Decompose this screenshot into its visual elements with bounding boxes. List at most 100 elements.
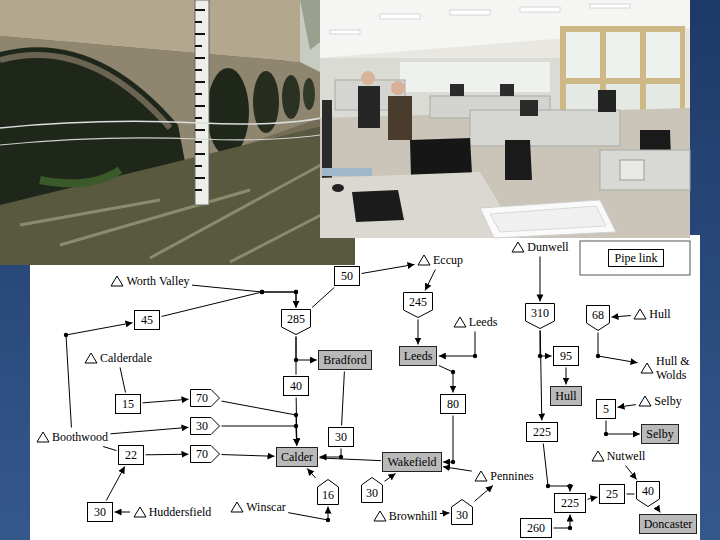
demand-box: Calder: [276, 447, 318, 467]
pipe-connector: [362, 264, 415, 273]
node-label: 310: [531, 306, 549, 320]
source-triangle: [133, 506, 147, 518]
pipe-connector: [222, 401, 297, 445]
junction-dot: [294, 358, 298, 362]
source-node: Hull: [632, 306, 671, 322]
source-triangle: [511, 241, 525, 253]
pipe-connector: [439, 366, 453, 393]
capacity-box: 45: [134, 310, 160, 330]
pipe-connector: [103, 447, 116, 451]
pipe-connector: [443, 467, 472, 471]
node-label: Boothwood: [52, 430, 108, 444]
pipe-connector: [106, 467, 124, 501]
source-triangle: [638, 395, 652, 407]
source-node: Leeds: [452, 314, 499, 330]
capacity-box: 95: [553, 346, 579, 366]
node-label: 285: [287, 312, 305, 326]
pipe-connector: [425, 270, 435, 291]
capacity-pentagon: 70: [190, 445, 220, 463]
source-node: Eccup: [416, 252, 464, 268]
demand-box: Wakefield: [382, 452, 441, 472]
pipe-connector: [606, 421, 640, 435]
node-label: Hull: [649, 307, 670, 321]
source-triangle: [36, 431, 50, 443]
source-triangle: [591, 450, 605, 462]
node-label: 70: [196, 447, 208, 461]
pipe-connector: [342, 372, 345, 426]
capacity-box: 22: [118, 445, 144, 465]
pipe-connector: [288, 507, 328, 521]
junction-dot: [294, 290, 298, 294]
capacity-pentagon: 16: [317, 479, 339, 505]
pipe-connector: [566, 368, 567, 385]
capacity-pentagon: 70: [190, 389, 220, 407]
capacity-pentagon: 68: [586, 305, 610, 331]
capacity-box: 15: [115, 394, 141, 414]
source-node: Pennines: [473, 468, 534, 484]
capacity-box: 260: [520, 518, 552, 538]
bridge-photo: [0, 0, 355, 265]
pipe-connector: [543, 444, 570, 492]
pipe-connector: [146, 454, 189, 456]
source-node: Worth Valley: [109, 273, 190, 289]
pipe-connector: [612, 316, 631, 317]
source-node: Brownhill: [372, 508, 439, 524]
source-node: Selby: [637, 393, 682, 409]
node-label: Nutwell: [607, 449, 646, 463]
source-node: Winscar: [229, 499, 287, 515]
node-label: Winscar: [246, 500, 286, 514]
source-node: Nutwell: [590, 448, 647, 464]
junction-dot: [339, 455, 343, 459]
pipe-connector: [296, 337, 317, 361]
capacity-box: 80: [440, 394, 466, 414]
junction-dot: [568, 484, 572, 488]
junction-dot: [294, 424, 298, 428]
junction-dot: [473, 354, 477, 358]
node-label: 260: [527, 521, 545, 535]
pipe-connector: [475, 486, 493, 502]
legend-frame: [580, 241, 690, 275]
junction-dot: [294, 413, 298, 417]
junction-dot: [326, 518, 330, 522]
demand-box: Bradford: [318, 350, 371, 370]
node-label: 5: [603, 402, 609, 416]
pipe-connector: [222, 455, 275, 457]
capacity-box: 25: [599, 484, 625, 504]
node-label: 30: [196, 419, 208, 433]
pipe-connector: [540, 331, 542, 421]
pipe-connector: [162, 292, 297, 316]
source-triangle: [110, 275, 124, 287]
node-label: 68: [592, 308, 604, 322]
capacity-box: 30: [328, 427, 354, 447]
pipe-connector: [658, 509, 661, 513]
capacity-pentagon: 30: [361, 477, 383, 503]
node-label: Dunwell: [527, 240, 568, 254]
pipe-connector: [115, 512, 131, 513]
node-label: Brownhill: [389, 509, 438, 523]
pipe-connector: [312, 288, 334, 308]
capacity-pentagon: 285: [281, 309, 311, 335]
capacity-pentagon: 40: [636, 481, 660, 507]
node-label: Worth Valley: [126, 274, 189, 288]
capacity-box: 40: [283, 376, 309, 396]
node-label: Leeds: [469, 315, 498, 329]
node-label: 22: [125, 448, 137, 462]
pipe-connector: [385, 474, 396, 482]
office-photo: [320, 0, 690, 238]
junction-dot: [568, 526, 572, 530]
source-triangle: [640, 362, 654, 374]
capacity-box: 50: [334, 266, 360, 286]
node-label: Calderdale: [100, 351, 152, 365]
node-label: Calder: [281, 450, 313, 464]
node-label: 50: [341, 269, 353, 283]
pipe-connector: [320, 458, 381, 461]
capacity-box: 30: [87, 502, 113, 522]
pipe-connector: [598, 333, 638, 363]
node-label: 30: [94, 505, 106, 519]
pipe-connector: [111, 427, 189, 433]
junction-dot: [260, 290, 264, 294]
pipe-connector: [625, 466, 636, 480]
node-label: 225: [561, 496, 579, 510]
junction-dot: [604, 432, 608, 436]
